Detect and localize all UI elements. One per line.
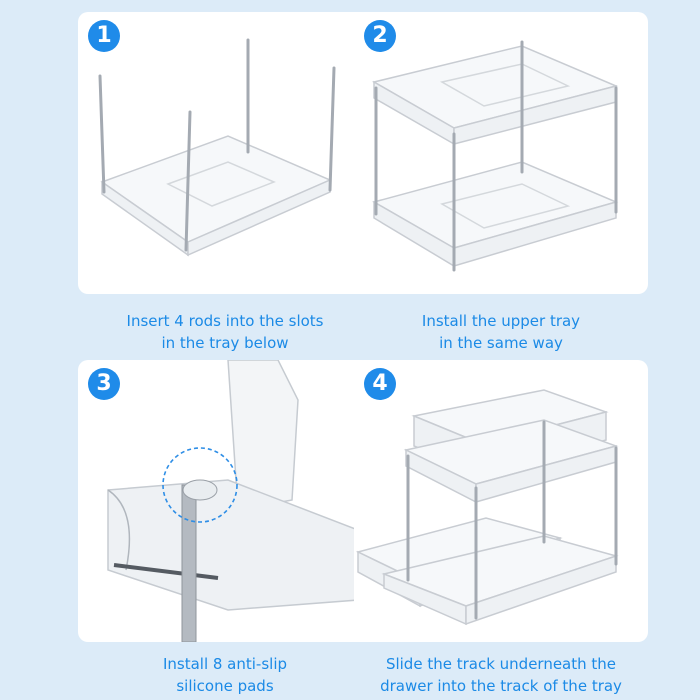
step-4-caption: Slide the track underneath the drawer in… — [354, 653, 648, 697]
rod — [184, 110, 192, 252]
step-2-caption: Install the upper tray in the same way — [354, 310, 648, 354]
step-4-badge: 4 — [364, 368, 396, 400]
rod — [98, 74, 106, 194]
step-1-badge: 1 — [88, 20, 120, 52]
step-1-caption-line1: Insert 4 rods into the slots — [126, 312, 324, 330]
step-3-caption-line2: silicone pads — [176, 677, 274, 695]
step-4-panel: 4 — [354, 360, 648, 642]
rod — [328, 66, 336, 192]
step-3-panel: 3 — [78, 360, 372, 642]
step-4-caption-line2: drawer into the track of the tray — [380, 677, 622, 695]
step-1-illustration — [98, 38, 336, 257]
step-3-badge: 3 — [88, 368, 120, 400]
step-3-caption-line1: Install 8 anti-slip — [162, 655, 288, 673]
step-1-caption-line2: in the tray below — [161, 334, 289, 352]
highlight-circle — [162, 447, 238, 523]
step-3-illustration — [107, 360, 359, 642]
step-1-panel: 1 — [78, 12, 372, 294]
step-1-caption: Insert 4 rods into the slots in the tray… — [78, 310, 372, 354]
step-4-illustration — [355, 389, 619, 626]
step-2-panel: 2 — [354, 12, 648, 294]
step-4-caption-line1: Slide the track underneath the — [385, 655, 617, 673]
step-2-caption-line2: in the same way — [439, 334, 563, 352]
step-2-badge: 2 — [364, 20, 396, 52]
step-3-caption: Install 8 anti-slip silicone pads — [78, 653, 372, 697]
step-2-caption-line1: Install the upper tray — [421, 312, 581, 330]
step-2-illustration — [371, 40, 619, 272]
